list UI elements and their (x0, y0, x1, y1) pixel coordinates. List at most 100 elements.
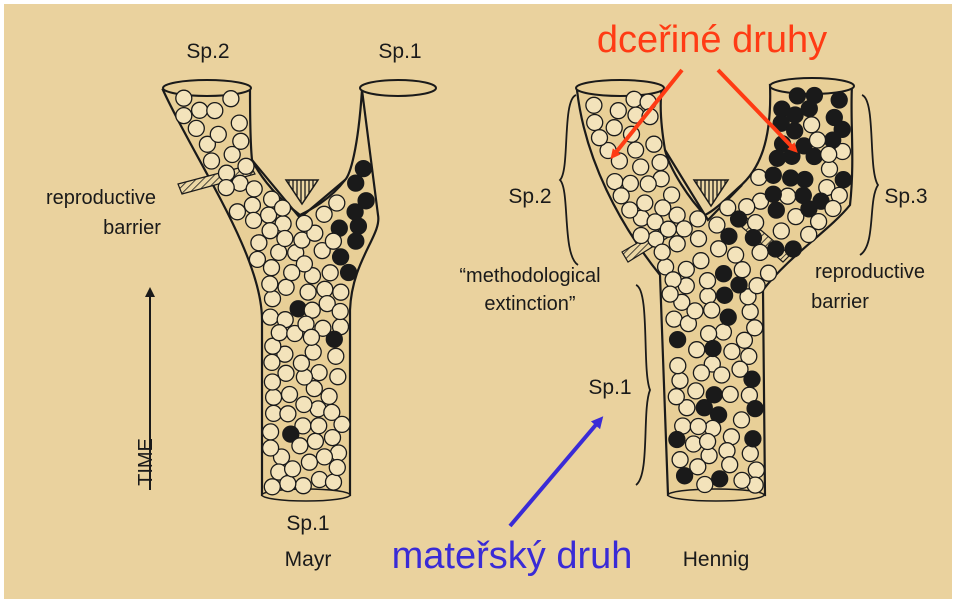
open-individual (592, 130, 608, 146)
mayr-sp1-bottom-label: Sp.1 (286, 512, 329, 535)
filled-individual (706, 387, 722, 403)
filled-individual (769, 150, 785, 166)
filled-individual (747, 401, 763, 417)
filled-individual (795, 188, 811, 204)
open-individual (311, 365, 327, 381)
open-individual (333, 284, 349, 300)
filled-individual (717, 287, 733, 303)
mayr-sp2-label: Sp.2 (186, 40, 229, 63)
open-individual (188, 120, 204, 136)
open-individual (264, 479, 280, 495)
open-individual (275, 200, 291, 216)
open-individual (311, 418, 327, 434)
open-individual (728, 247, 744, 263)
open-individual (263, 440, 279, 456)
open-individual (332, 304, 348, 320)
open-individual (622, 202, 638, 218)
mayr-right-rim (360, 80, 436, 96)
open-individual (613, 188, 629, 204)
open-individual (669, 236, 685, 252)
open-individual (704, 302, 720, 318)
open-individual (655, 200, 671, 216)
hennig-barrier-label-2: barrier (811, 291, 869, 313)
open-individual (734, 472, 750, 488)
open-individual (821, 146, 837, 162)
open-individual (176, 108, 192, 124)
open-individual (660, 221, 676, 237)
daughter-species-annotation: dceřiné druhy (597, 19, 827, 61)
filled-individual (831, 92, 847, 108)
open-individual (691, 231, 707, 247)
open-individual (246, 181, 262, 197)
filled-individual (834, 121, 850, 137)
time-label: TIME (135, 438, 157, 486)
hennig-sp3-label: Sp.3 (884, 185, 927, 208)
open-individual (264, 260, 280, 276)
open-individual (637, 195, 653, 211)
filled-individual (787, 123, 803, 139)
open-individual (329, 460, 345, 476)
open-individual (284, 265, 300, 281)
open-individual (207, 103, 223, 119)
hennig-author-label: Hennig (683, 548, 750, 571)
open-individual (176, 90, 192, 106)
open-individual (238, 158, 254, 174)
open-individual (734, 412, 750, 428)
open-individual (752, 244, 768, 260)
open-individual (676, 221, 692, 237)
open-individual (218, 180, 234, 196)
open-individual (690, 211, 706, 227)
mayr-author-label: Mayr (285, 548, 332, 571)
open-individual (322, 265, 338, 281)
open-individual (312, 472, 328, 488)
open-individual (690, 419, 706, 435)
hennig-sp2-label: Sp.2 (508, 185, 551, 208)
open-individual (672, 452, 688, 468)
open-individual (301, 454, 317, 470)
filled-individual (789, 88, 805, 104)
open-individual (724, 344, 740, 360)
filled-individual (348, 233, 364, 249)
filled-individual (716, 266, 732, 282)
open-individual (262, 309, 278, 325)
open-individual (277, 231, 293, 247)
open-individual (693, 253, 709, 269)
filled-individual (669, 432, 685, 448)
open-individual (328, 348, 344, 364)
open-individual (316, 206, 332, 222)
filled-individual (670, 332, 686, 348)
open-individual (700, 434, 716, 450)
open-individual (266, 389, 282, 405)
filled-individual (785, 241, 801, 257)
open-individual (204, 153, 220, 169)
open-individual (192, 102, 208, 118)
open-individual (689, 342, 705, 358)
open-individual (278, 279, 294, 295)
filled-individual (731, 211, 747, 227)
open-individual (307, 433, 323, 449)
open-individual (714, 367, 730, 383)
filled-individual (765, 167, 781, 183)
mayr-barrier-label-1: reproductive (46, 187, 156, 209)
open-individual (633, 228, 649, 244)
open-individual (697, 477, 713, 493)
open-individual (266, 405, 282, 421)
open-individual (316, 449, 332, 465)
open-individual (282, 387, 298, 403)
open-individual (626, 91, 642, 107)
open-individual (317, 281, 333, 297)
open-individual (742, 446, 758, 462)
filled-individual (355, 161, 371, 177)
open-individual (804, 117, 820, 133)
filled-individual (745, 431, 761, 447)
open-individual (748, 462, 764, 478)
open-individual (321, 388, 337, 404)
open-individual (688, 383, 704, 399)
open-individual (229, 204, 245, 220)
open-individual (587, 115, 603, 131)
filled-individual (744, 371, 760, 387)
open-individual (231, 115, 247, 131)
filled-individual (806, 149, 822, 165)
open-individual (606, 120, 622, 136)
open-individual (687, 303, 703, 319)
